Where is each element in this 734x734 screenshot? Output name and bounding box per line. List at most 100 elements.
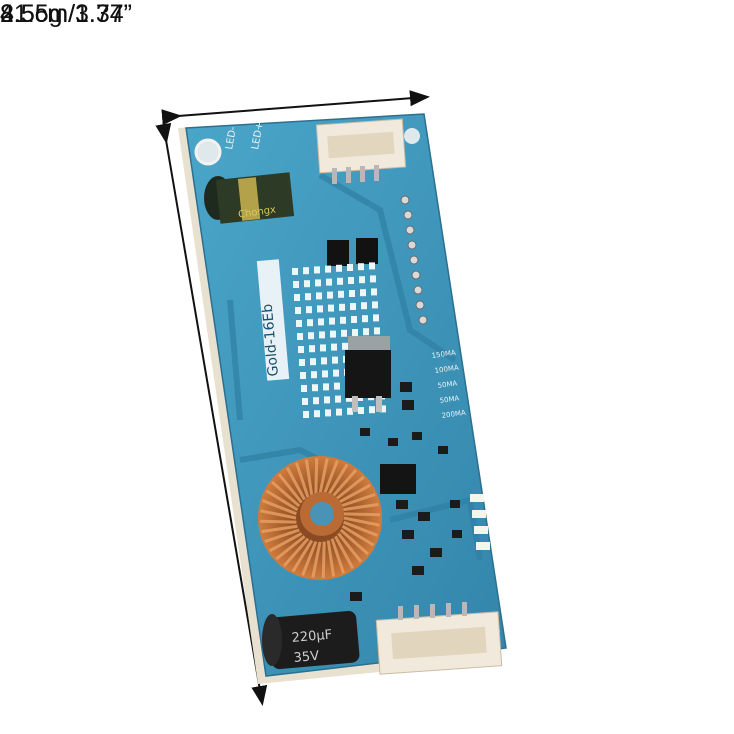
thermal-dot: [311, 371, 317, 379]
thermal-dot: [318, 318, 324, 326]
thermal-dot: [336, 408, 342, 416]
thermal-dot: [325, 265, 331, 273]
thermal-dot: [369, 406, 375, 414]
thermal-dot: [314, 410, 320, 418]
thermal-dot: [347, 264, 353, 271]
coil-winding: [334, 475, 365, 501]
current-setting-1: 150MA: [431, 349, 456, 360]
thermal-dot: [352, 329, 358, 336]
thermal-dot: [339, 303, 345, 311]
thermal-dot: [374, 327, 380, 335]
mounting-hole-top-left: [194, 138, 222, 166]
coil-winding: [343, 516, 380, 527]
coil-winding: [318, 458, 329, 495]
thermal-dot: [334, 382, 340, 390]
thermal-dot: [321, 357, 327, 365]
coil-winding: [341, 524, 375, 547]
thermal-dot: [312, 384, 318, 392]
thermal-dot: [294, 294, 300, 301]
thermal-dot: [325, 409, 331, 417]
thermal-dot: [362, 315, 368, 323]
thermal-dot: [323, 383, 329, 391]
thermal-dot: [315, 279, 321, 287]
thermal-dot: [327, 291, 333, 299]
capacitor-bottom: 220µF 35V: [262, 610, 360, 670]
current-setting-5: 200MA: [441, 409, 466, 420]
width-dimension-label: 4.5cm/1.77”: [0, 0, 133, 28]
thermal-dot: [326, 278, 332, 286]
thermal-dot: [292, 268, 298, 275]
thermal-dot: [361, 302, 367, 310]
coil-winding: [282, 537, 310, 567]
pin-header: [400, 195, 428, 325]
thermal-dot: [369, 262, 375, 270]
thermal-dot: [373, 314, 379, 322]
thermal-dot: [337, 277, 343, 285]
coil-winding: [311, 541, 322, 578]
coil-winding: [275, 535, 306, 561]
current-settings-list: 150MA 100MA 50MA 50MA 200MA: [431, 349, 466, 420]
coil-winding: [343, 520, 378, 537]
thermal-dot: [299, 359, 305, 366]
thermal-dot: [363, 328, 369, 336]
coil-winding: [262, 499, 297, 516]
coil-winding: [260, 519, 297, 524]
connector-top: [315, 118, 407, 184]
coil-winding: [269, 532, 303, 553]
thermal-dot: [329, 317, 335, 325]
mounting-hole-top-right: [404, 128, 420, 144]
capacitor-bottom-value: 220µF: [291, 628, 333, 646]
thermal-dot: [313, 397, 319, 405]
coil-winding: [337, 532, 363, 563]
thermal-dot: [328, 304, 334, 312]
thermal-dot: [330, 330, 336, 338]
led-plus-label: LED+: [250, 121, 266, 150]
coil-winding: [326, 463, 349, 497]
thermal-dot: [300, 372, 306, 379]
thermal-dot: [372, 301, 378, 309]
toroidal-inductor: [258, 456, 382, 580]
thermal-dot: [332, 356, 338, 364]
thermal-dot: [371, 288, 377, 296]
coil-winding: [301, 541, 318, 576]
weight-label: 21.5g: [0, 0, 63, 28]
thermal-dot: [302, 398, 308, 405]
coil-winding: [337, 483, 371, 504]
thermal-dot: [298, 346, 304, 353]
thermal-dot: [348, 277, 354, 284]
capacitor-top: Chongx: [204, 172, 295, 224]
coil-winding: [314, 458, 319, 495]
thermal-dot: [307, 319, 313, 327]
pcb-board: LED- LED+ Chongx: [178, 113, 507, 684]
thermal-dot: [303, 411, 309, 418]
thermal-dot: [297, 333, 303, 340]
current-setting-3: 50MA: [437, 379, 458, 390]
smd-components: [350, 382, 462, 601]
thermal-dot: [346, 394, 352, 402]
connector-bottom: [375, 602, 503, 675]
thermal-dot: [309, 345, 315, 353]
led-minus-label: LED-: [224, 125, 239, 150]
thermal-dot: [301, 385, 307, 392]
coil-winding: [261, 524, 298, 534]
coil-winding: [343, 512, 380, 517]
thermal-dot: [358, 407, 364, 414]
thermal-dot: [358, 263, 364, 271]
coil-winding: [265, 489, 299, 512]
thermal-dot: [347, 407, 353, 415]
coil-winding: [334, 535, 355, 569]
coil-winding: [342, 502, 379, 512]
thermal-dot: [341, 329, 347, 337]
thermal-dot: [303, 267, 309, 275]
coil-winding: [339, 528, 369, 556]
thermal-dot: [336, 264, 342, 272]
coil-winding: [330, 469, 358, 499]
led-indicators: [470, 494, 490, 550]
coil-winding: [321, 541, 326, 578]
coil-winding: [260, 509, 297, 520]
current-setting-2: 100MA: [434, 364, 459, 375]
thermal-dot: [351, 316, 357, 323]
model-label-box: [256, 259, 290, 381]
thermal-dot: [317, 305, 323, 313]
thermal-dot: [333, 369, 339, 377]
